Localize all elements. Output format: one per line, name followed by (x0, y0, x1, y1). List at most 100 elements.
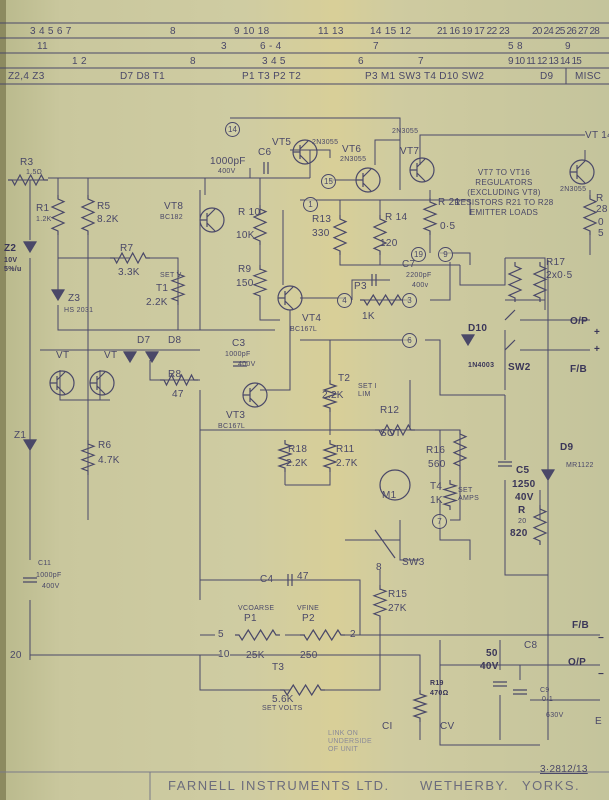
op-terminal-top: O/P (570, 316, 589, 327)
sw3-switch-icon (374, 529, 396, 559)
header-cell: 3 4 5 6 7 (30, 26, 72, 37)
c3-value: 1000pF (225, 351, 251, 358)
r18-label: R18 (288, 444, 308, 455)
r7-label: R7 (120, 243, 134, 254)
header-cell: P1 T3 P2 T2 (242, 71, 302, 82)
t1-label: T1 (156, 283, 169, 294)
r15-value: 27K (388, 603, 407, 614)
sw2-label: SW2 (508, 362, 531, 373)
r17a-resistor (507, 262, 523, 302)
r15-resistor (372, 585, 388, 620)
p1-potentiometer (235, 628, 280, 642)
c6-label: C6 (258, 147, 272, 158)
fb-minus: − (598, 633, 605, 644)
node-10: 10 (218, 649, 230, 660)
r5-label: R5 (97, 201, 111, 212)
z1-zener-icon (22, 439, 38, 452)
r19-label: R19 (430, 680, 444, 687)
r12-value: SOT (380, 428, 402, 439)
r17b-resistor (532, 262, 548, 302)
fb-terminal-top: F/B (570, 364, 588, 375)
ci-link: CI (382, 721, 393, 732)
vt14-value: 2N3055 (560, 186, 587, 193)
earth-terminal: E (595, 716, 602, 727)
r1-value: 1.2K (36, 216, 52, 223)
op-plus: + (594, 327, 601, 338)
fb-terminal-bottom: F/B (572, 620, 590, 631)
t1-trimmer (170, 270, 186, 305)
p2-label: P2 (302, 613, 315, 624)
vt3-value: BC167L (218, 423, 246, 430)
header-cell: 14 15 12 (370, 26, 412, 37)
header-cell: 9 10 11 12 13 14 15 (508, 56, 582, 67)
c9-value: 0·1 (542, 696, 554, 703)
vt3-transistor-icon-leads (243, 383, 259, 407)
r12-label: R12 (380, 405, 400, 416)
r17-value: 2x0·5 (546, 270, 573, 281)
header-cell: 5 8 (508, 41, 523, 52)
t1-value: 2.2K (146, 297, 168, 308)
z3-zener-icon (50, 289, 66, 302)
t3-trimmer (280, 683, 325, 697)
header-cell: 7 (373, 41, 379, 52)
r21-resistor (422, 198, 438, 235)
r14-label: R 14 (385, 212, 408, 223)
t2-note: SET I LIM (358, 383, 377, 398)
company-county: YORKS. (522, 778, 581, 793)
r3-value: 1.5Ω (26, 169, 43, 176)
t3-value: 5.6K (272, 694, 294, 705)
r19-resistor (412, 690, 428, 722)
header-cell: 11 13 (318, 26, 344, 37)
z2-label: Z2 (4, 243, 17, 254)
vt-right-label: VT (104, 350, 118, 361)
p1-note: VCOARSE (238, 605, 275, 612)
c6-capacitor-icon (263, 162, 269, 174)
c8-voltage: 40V (480, 661, 499, 672)
m1-meter-icon (379, 469, 411, 501)
r3-label: R3 (20, 157, 34, 168)
r19-value: 470Ω (430, 690, 449, 697)
z2-tolerance: 5%/u (4, 266, 22, 273)
c11-capacitor-icon (23, 577, 37, 583)
sw2-switch-icon (504, 309, 516, 351)
c6-voltage: 400V (218, 168, 236, 175)
header-cell: 11 (37, 41, 48, 52)
r10-label: R 10 (238, 207, 261, 218)
op-terminal-bottom: O/P (568, 657, 587, 668)
r20-label: R (518, 505, 526, 516)
c7-voltage: 400v (412, 282, 429, 289)
r11-value: 2.7K (336, 458, 358, 469)
header-cell: 1 2 (72, 56, 87, 67)
r14-resistor (372, 215, 388, 255)
header-cell: 7 (418, 56, 424, 67)
fb-plus: + (594, 344, 601, 355)
header-cell: D9 (540, 71, 554, 82)
c3-label: C3 (232, 338, 246, 349)
c6-value: 1000pF (210, 156, 246, 167)
regulators-note: VT7 TO VT16 REGULATORS (EXCLUDING VT8) R… (454, 168, 554, 217)
d10-label: D10 (468, 323, 488, 334)
r7-value: 3.3K (118, 267, 140, 278)
r3-resistor (8, 173, 48, 187)
node-9: 9 (438, 247, 453, 262)
header-cell: 9 10 18 (234, 26, 270, 37)
c11-value: 1000pF (36, 572, 62, 579)
cv-link: CV (440, 721, 455, 732)
c9-label: C9 (540, 687, 550, 694)
t3-label: T3 (272, 662, 285, 673)
c5-value: 1250 (512, 479, 536, 490)
vt5-label: VT5 (272, 137, 292, 148)
header-cell: 6 - 4 (260, 41, 282, 52)
d7-label: D7 (137, 335, 151, 346)
t2-label: T2 (338, 373, 351, 384)
vt6-value: 2N3055 (340, 156, 367, 163)
header-cell: MISC (575, 71, 602, 82)
c7-value: 2200pF (406, 272, 432, 279)
t3-note: SET VOLTS (262, 705, 303, 712)
d10-value: 1N4003 (468, 362, 495, 369)
r9-resistor (252, 265, 268, 300)
c9-capacitor-icon (513, 689, 527, 695)
r21-value: 0·5 (440, 221, 456, 232)
c7-label: C7 (402, 259, 416, 270)
